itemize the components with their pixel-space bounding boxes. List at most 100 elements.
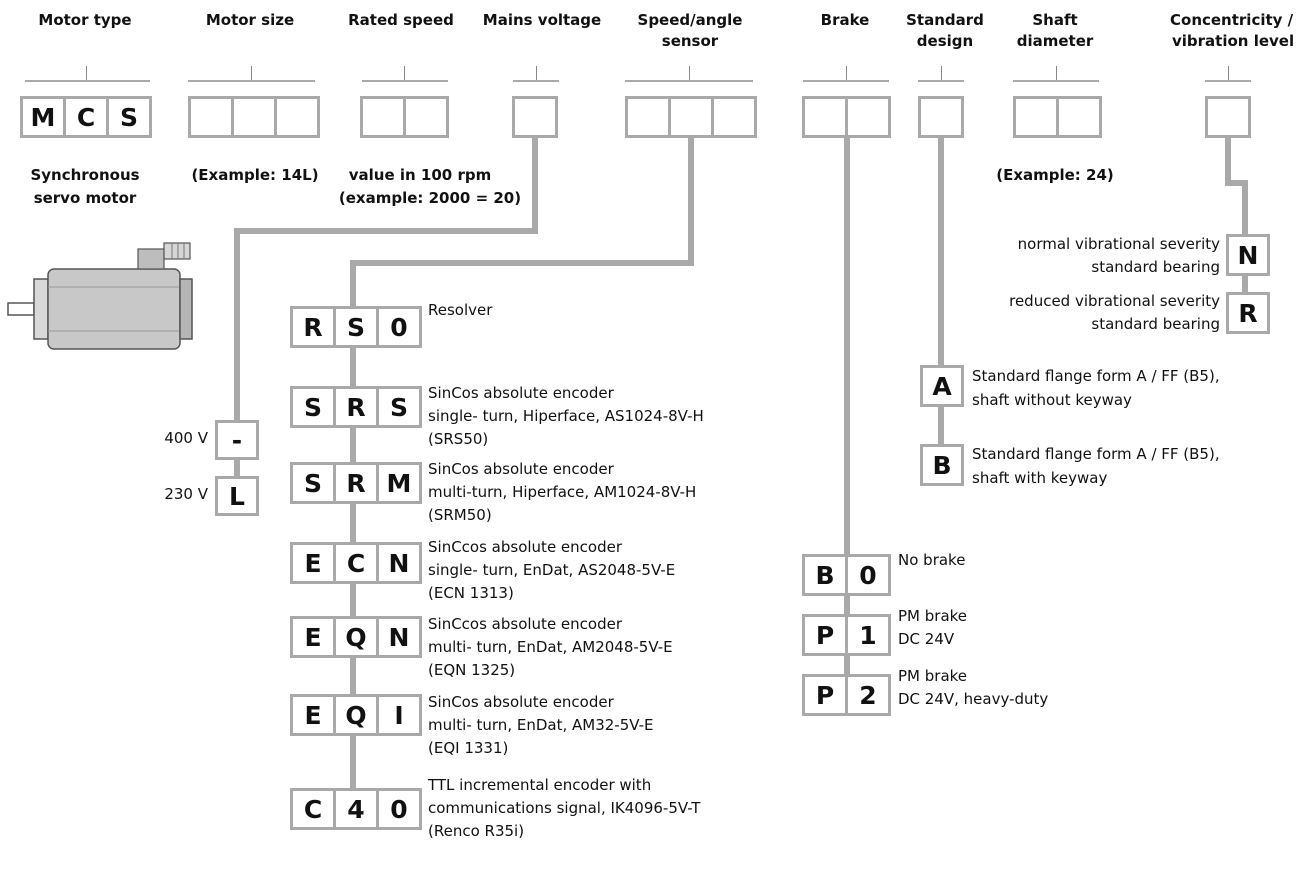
bracket-tick <box>1228 66 1229 80</box>
bracket-rated-speed <box>362 80 448 82</box>
brake-code-letter: B <box>802 554 848 596</box>
sensor-desc: SinCos absolute encoder <box>428 384 614 402</box>
sensor-code-letter: Q <box>333 616 379 658</box>
sensor-code-letter: E <box>290 542 336 584</box>
connector-mains-voltage <box>532 137 538 232</box>
header-shaft-line2: diameter <box>1016 32 1094 50</box>
rated-speed-desc: value in 100 rpm <box>348 166 492 184</box>
sensor-code-letter: 0 <box>376 306 422 348</box>
motor-size-slot <box>188 96 234 138</box>
connector-mains-voltage <box>234 458 240 478</box>
brake-desc: DC 24V, heavy-duty <box>898 690 1049 708</box>
concentricity-slot <box>1205 96 1251 138</box>
brake-desc: No brake <box>898 551 966 569</box>
vibration-desc: normal vibrational severity <box>1017 235 1220 253</box>
brake-desc: PM brake <box>898 667 968 685</box>
voltage-option-label: 400 V <box>164 429 208 447</box>
header-concentricity-line1: Concentricity / <box>1170 11 1294 29</box>
voltage-option-label: 230 V <box>164 485 208 503</box>
voltage-option-code: L <box>215 476 259 516</box>
connector-sensor <box>350 260 356 800</box>
sensor-code-letter: Q <box>333 694 379 736</box>
sensor-desc: multi- turn, EnDat, AM32-5V-E <box>428 716 654 734</box>
sensor-desc: SinCos absolute encoder <box>428 693 614 711</box>
sensor-slot <box>668 96 714 138</box>
sensor-desc: Resolver <box>428 301 493 319</box>
sensor-code-letter: S <box>376 386 422 428</box>
sensor-desc: (ECN 1313) <box>428 584 514 602</box>
standard-design-desc: Standard flange form A / FF (B5), <box>972 445 1220 463</box>
sensor-desc: multi-turn, Hiperface, AM1024-8V-H <box>428 483 697 501</box>
standard-design-slot <box>918 96 964 138</box>
brake-desc: DC 24V <box>898 630 955 648</box>
bracket-shaft <box>1013 80 1099 82</box>
brake-desc: PM brake <box>898 607 968 625</box>
header-motor-type: Motor type <box>38 11 132 29</box>
connector-brake <box>844 137 850 702</box>
header-motor-size: Motor size <box>205 11 295 29</box>
sensor-desc: (EQN 1325) <box>428 661 516 679</box>
sensor-code-letter: C <box>333 542 379 584</box>
standard-design-desc: shaft with keyway <box>972 469 1108 487</box>
motor-type-letter: M <box>20 96 66 138</box>
sensor-code-letter: N <box>376 542 422 584</box>
standard-design-code: B <box>920 444 964 486</box>
vibration-desc: reduced vibrational severity <box>1009 292 1220 310</box>
shaft-diameter-slot <box>1013 96 1059 138</box>
header-sensor-line2: sensor <box>661 32 719 50</box>
sensor-code-letter: I <box>376 694 422 736</box>
vibration-code: R <box>1226 292 1270 334</box>
header-standard-line1: Standard <box>906 11 984 29</box>
sensor-code-letter: N <box>376 616 422 658</box>
sensor-code-letter: R <box>333 462 379 504</box>
motor-type-letter: S <box>106 96 152 138</box>
bracket-tick <box>1056 66 1057 80</box>
bracket-tick <box>941 66 942 80</box>
sensor-desc: SinCcos absolute encoder <box>428 538 623 556</box>
header-sensor-line1: Speed/angle <box>637 11 743 29</box>
bracket-motor-type <box>25 80 150 82</box>
sensor-code-letter: M <box>376 462 422 504</box>
sensor-code-letter: E <box>290 616 336 658</box>
sensor-desc: (SRM50) <box>428 506 492 524</box>
sensor-code-letter: S <box>290 386 336 428</box>
shaft-diameter-example: (Example: 24) <box>996 166 1114 184</box>
bracket-mains-voltage <box>513 80 559 82</box>
header-standard-line2: design <box>916 32 974 50</box>
sensor-code-letter: R <box>333 386 379 428</box>
connector-mains-voltage <box>234 228 538 234</box>
standard-design-code: A <box>920 365 964 407</box>
sensor-desc: (SRS50) <box>428 430 489 448</box>
brake-code-letter: 0 <box>845 554 891 596</box>
connector-mains-voltage <box>234 228 240 432</box>
sensor-desc: (Renco R35i) <box>428 822 525 840</box>
header-concentricity-line2: vibration level <box>1172 32 1295 50</box>
motor-type-letter: C <box>63 96 109 138</box>
brake-code-letter: P <box>802 614 848 656</box>
sensor-desc: SinCos absolute encoder <box>428 460 614 478</box>
brake-code-letter: P <box>802 674 848 716</box>
motor-size-example: (Example: 14L) <box>191 166 319 184</box>
sensor-desc: (EQI 1331) <box>428 739 509 757</box>
standard-design-desc: shaft without keyway <box>972 391 1132 409</box>
motor-size-slot <box>231 96 277 138</box>
brake-slot <box>802 96 848 138</box>
vibration-desc: standard bearing <box>1091 258 1220 276</box>
brake-code-letter: 2 <box>845 674 891 716</box>
header-rated-speed: Rated speed <box>348 11 454 29</box>
sensor-desc: single- turn, EnDat, AS2048-5V-E <box>428 561 676 579</box>
bracket-tick <box>689 66 690 80</box>
header-shaft-line1: Shaft <box>1032 11 1078 29</box>
bracket-concentricity <box>1205 80 1251 82</box>
vibration-desc: standard bearing <box>1091 315 1220 333</box>
connector-concentricity <box>1225 137 1231 184</box>
sensor-code-letter: E <box>290 694 336 736</box>
rated-speed-slot <box>360 96 406 138</box>
bracket-standard <box>918 80 964 82</box>
sensor-code-letter: S <box>333 306 379 348</box>
sensor-desc: multi- turn, EnDat, AM2048-5V-E <box>428 638 673 656</box>
vibration-code: N <box>1226 234 1270 276</box>
sensor-desc: single- turn, Hiperface, AS1024-8V-H <box>428 407 704 425</box>
connector-standard-design <box>938 137 944 471</box>
